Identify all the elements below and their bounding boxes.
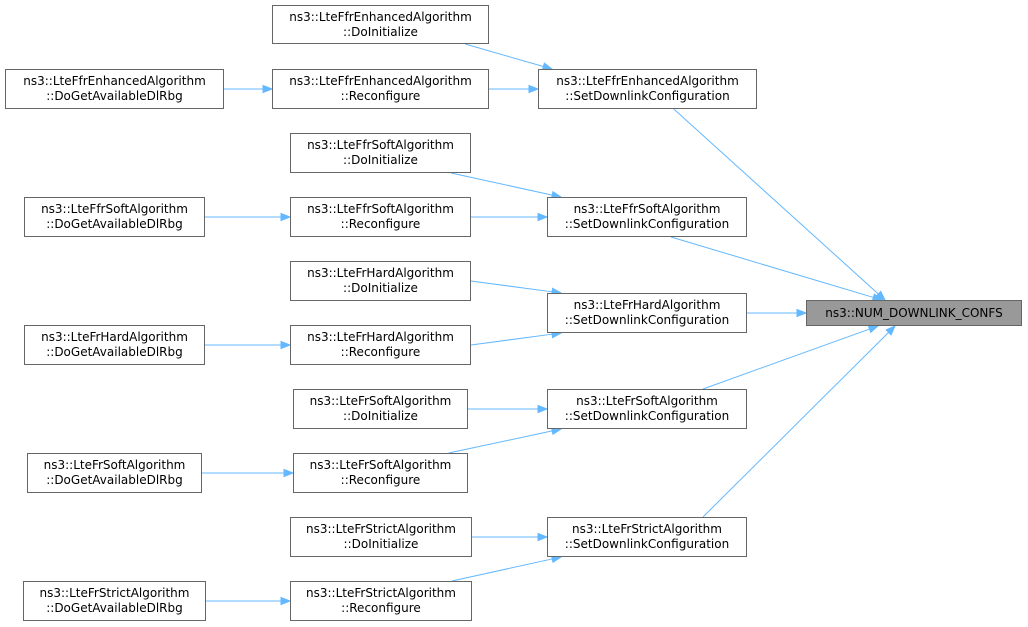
node-ffrsoft-doinitialize[interactable]: ns3::LteFfrSoftAlgorithm ::DoInitialize xyxy=(290,133,471,173)
node-label-line2: ::DoGetAvailableDlRbg xyxy=(46,601,183,615)
node-enhanced-setdownlinkconfiguration[interactable]: ns3::LteFfrEnhancedAlgorithm ::SetDownli… xyxy=(538,69,757,109)
node-label-line2: ::DoInitialize xyxy=(343,409,418,423)
node-label: ns3::NUM_DOWNLINK_CONFS xyxy=(825,305,1003,320)
node-hard-dogetavailabledlrbg[interactable]: ns3::LteFrHardAlgorithm ::DoGetAvailable… xyxy=(24,325,205,365)
arrowhead-enh_reconf-to-enh_setdl xyxy=(528,84,540,94)
node-label-line2: ::DoGetAvailableDlRbg xyxy=(46,345,183,359)
node-enhanced-doinitialize[interactable]: ns3::LteFfrEnhancedAlgorithm ::DoInitial… xyxy=(272,5,489,44)
arrowhead-frsoft_doinit-to-frsoft_setdl xyxy=(537,404,549,414)
node-hard-reconfigure[interactable]: ns3::LteFrHardAlgorithm ::Reconfigure xyxy=(290,325,471,365)
edge-enh_setdl-to-target xyxy=(673,108,879,295)
node-label-line1: ns3::LteFrStrictAlgorithm xyxy=(306,522,456,536)
arrowhead-ffrsoft_dlrbg-to-ffrsoft_reconf xyxy=(280,212,292,222)
node-label-line2: ::Reconfigure xyxy=(340,345,421,359)
edge-enh_doinit-to-enh_setdl xyxy=(464,43,544,67)
node-frsoft-setdownlinkconfiguration[interactable]: ns3::LteFrSoftAlgorithm ::SetDownlinkCon… xyxy=(547,389,747,429)
node-label-line1: ns3::LteFrHardAlgorithm xyxy=(307,266,454,280)
arrowhead-enh_dlrbg-to-enh_reconf xyxy=(262,84,274,94)
node-label-line2: ::SetDownlinkConfiguration xyxy=(564,217,730,231)
edge-ffrsoft_setdl-to-target xyxy=(670,236,874,298)
node-hard-setdownlinkconfiguration[interactable]: ns3::LteFrHardAlgorithm ::SetDownlinkCon… xyxy=(547,293,747,333)
node-label-line1: ns3::LteFfrEnhancedAlgorithm xyxy=(23,74,206,88)
node-label-line1: ns3::LteFfrEnhancedAlgorithm xyxy=(289,74,472,88)
node-num-downlink-confs[interactable]: ns3::NUM_DOWNLINK_CONFS xyxy=(806,300,1022,326)
node-label-line1: ns3::LteFrSoftAlgorithm xyxy=(43,458,186,472)
arrowhead-strict_doinit-to-strict_setdl xyxy=(537,532,549,542)
arrowhead-hard_dlrbg-to-hard_reconf xyxy=(280,340,292,350)
node-label-line2: ::DoInitialize xyxy=(343,281,418,295)
node-frsoft-dogetavailabledlrbg[interactable]: ns3::LteFrSoftAlgorithm ::DoGetAvailable… xyxy=(27,453,202,493)
edge-strict_setdl-to-target xyxy=(702,331,889,518)
node-label-line1: ns3::LteFfrSoftAlgorithm xyxy=(41,202,188,216)
edge-frsoft_setdl-to-target xyxy=(702,328,870,390)
edge-frsoft_reconf-to-frsoft_setdl xyxy=(448,430,553,454)
node-ffrsoft-reconfigure[interactable]: ns3::LteFfrSoftAlgorithm ::Reconfigure xyxy=(290,197,471,237)
arrowhead-ffrsoft_reconf-to-ffrsoft_setdl xyxy=(537,212,549,222)
arrowhead-frsoft_setdl-to-target xyxy=(867,325,880,334)
node-label-line2: ::DoInitialize xyxy=(343,537,419,551)
node-label-line2: ::DoInitialize xyxy=(343,153,418,167)
node-label-line1: ns3::LteFrHardAlgorithm xyxy=(307,330,454,344)
node-enhanced-dogetavailabledlrbg[interactable]: ns3::LteFfrEnhancedAlgorithm ::DoGetAvai… xyxy=(5,69,224,109)
node-frsoft-reconfigure[interactable]: ns3::LteFrSoftAlgorithm ::Reconfigure xyxy=(293,453,468,493)
node-label-line1: ns3::LteFrSoftAlgorithm xyxy=(309,394,452,408)
node-enhanced-reconfigure[interactable]: ns3::LteFfrEnhancedAlgorithm ::Reconfigu… xyxy=(272,69,489,109)
node-label-line1: ns3::LteFfrSoftAlgorithm xyxy=(307,202,454,216)
node-label-line1: ns3::LteFfrSoftAlgorithm xyxy=(307,138,454,152)
node-strict-doinitialize[interactable]: ns3::LteFrStrictAlgorithm ::DoInitialize xyxy=(290,517,472,557)
node-label-line1: ns3::LteFrHardAlgorithm xyxy=(573,298,721,312)
node-label-line1: ns3::LteFrHardAlgorithm xyxy=(41,330,188,344)
node-label-line1: ns3::LteFrStrictAlgorithm xyxy=(572,522,722,536)
node-hard-doinitialize[interactable]: ns3::LteFrHardAlgorithm ::DoInitialize xyxy=(290,261,471,301)
node-strict-setdownlinkconfiguration[interactable]: ns3::LteFrStrictAlgorithm ::SetDownlinkC… xyxy=(547,517,747,557)
arrowhead-hard_setdl-to-target xyxy=(796,308,808,318)
node-strict-reconfigure[interactable]: ns3::LteFrStrictAlgorithm ::Reconfigure xyxy=(290,581,472,621)
node-label-line1: ns3::LteFrSoftAlgorithm xyxy=(309,458,452,472)
node-label-line1: ns3::LteFfrSoftAlgorithm xyxy=(573,202,721,216)
node-label-line1: ns3::LteFfrEnhancedAlgorithm xyxy=(556,74,739,88)
node-label-line2: ::Reconfigure xyxy=(340,217,421,231)
node-label-line2: ::SetDownlinkConfiguration xyxy=(564,409,730,423)
edge-hard_reconf-to-hard_setdl xyxy=(470,333,553,346)
node-ffrsoft-dogetavailabledlrbg[interactable]: ns3::LteFfrSoftAlgorithm ::DoGetAvailabl… xyxy=(24,197,205,237)
node-label-line2: ::DoInitialize xyxy=(343,24,418,39)
node-label-line1: ns3::LteFrStrictAlgorithm xyxy=(39,586,190,600)
node-label-line2: ::Reconfigure xyxy=(341,601,421,615)
edge-hard_doinit-to-hard_setdl xyxy=(470,280,553,293)
node-label-line2: ::SetDownlinkConfiguration xyxy=(564,313,730,327)
arrowhead-strict_dlrbg-to-strict_reconf xyxy=(280,596,292,606)
node-label-line2: ::SetDownlinkConfiguration xyxy=(565,89,730,103)
edge-ffrsoft_doinit-to-ffrsoft_setdl xyxy=(450,172,553,196)
arrowhead-frsoft_dlrbg-to-frsoft_reconf xyxy=(283,468,295,478)
node-ffrsoft-setdownlinkconfiguration[interactable]: ns3::LteFfrSoftAlgorithm ::SetDownlinkCo… xyxy=(547,197,747,237)
node-label-line2: ::SetDownlinkConfiguration xyxy=(564,537,730,551)
node-label-line2: ::DoGetAvailableDlRbg xyxy=(46,473,183,487)
node-frsoft-doinitialize[interactable]: ns3::LteFrSoftAlgorithm ::DoInitialize xyxy=(293,389,468,429)
node-label-line1: ns3::LteFfrEnhancedAlgorithm xyxy=(289,9,472,24)
node-label-line2: ::DoGetAvailableDlRbg xyxy=(46,217,183,231)
arrowhead-strict_setdl-to-target xyxy=(885,325,896,336)
node-label-line1: ns3::LteFrSoftAlgorithm xyxy=(576,394,718,408)
edge-strict_reconf-to-strict_setdl xyxy=(451,558,553,582)
node-label-line2: ::DoGetAvailableDlRbg xyxy=(46,89,183,103)
node-label-line1: ns3::LteFrStrictAlgorithm xyxy=(306,586,456,600)
node-label-line2: ::Reconfigure xyxy=(340,473,421,487)
node-label-line2: ::Reconfigure xyxy=(340,89,421,103)
node-strict-dogetavailabledlrbg[interactable]: ns3::LteFrStrictAlgorithm ::DoGetAvailab… xyxy=(23,581,206,621)
